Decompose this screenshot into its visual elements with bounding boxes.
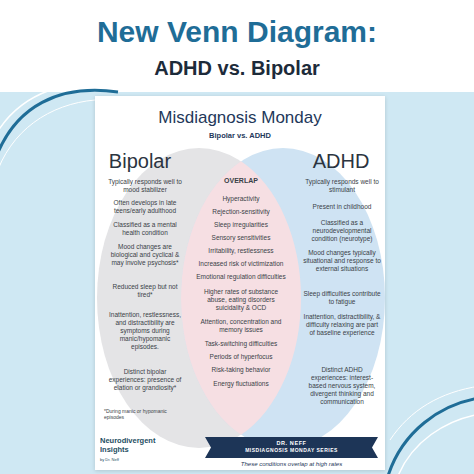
text-slot: Misdiagnosis Monday: [95, 108, 385, 129]
banner-text: MISDIAGNOSIS MONDAY SERIES: [205, 447, 378, 453]
logo-text: Neurodivergent Insights: [100, 436, 178, 454]
text-slot: Distinct ADHD experiences: interest-base…: [303, 366, 381, 406]
bipolar-circle: [97, 148, 301, 448]
adhd-item: Present in childhood: [303, 203, 381, 211]
text-slot: Classified as a neurodevelopmental condi…: [303, 219, 381, 243]
bipolar-item: Reduced sleep but not tired*: [106, 283, 184, 299]
overlap-item: Rejection-sensitivity: [196, 208, 286, 216]
text-slot: Distinct bipolar experiences: presence o…: [106, 368, 184, 392]
adhd-item: Inattention, distractibility, & difficul…: [303, 313, 381, 337]
ribbon-banner: [205, 437, 378, 458]
text-slot: Rejection-sensitivity: [196, 208, 286, 216]
adhd-item: Sleep difficulties contribute to fatigue: [303, 290, 381, 306]
bipolar-item: Mood changes are biological and cyclical…: [106, 243, 184, 267]
overlap-item: Risk-taking behavior: [201, 366, 281, 374]
text-slot: DR. NEFF: [205, 440, 378, 447]
text-slot: Present in childhood: [303, 203, 381, 211]
text-slot: Classified as a mental health condition: [106, 221, 184, 237]
banner-caption: These conditions overlap at high rates: [205, 461, 378, 468]
banner-text: DR. NEFF: [205, 440, 378, 447]
outline-group: [205, 437, 378, 458]
text-slot: ADHD vs. Bipolar: [0, 56, 474, 80]
adhd-item: Mood changes typically situational and r…: [303, 249, 381, 273]
adhd-item: Typically responds well to stimulant: [303, 178, 381, 194]
overlap-node: OVERLAP HyperactivityRejection-sensitivit…: [181, 161, 301, 435]
text-slot: ADHD: [303, 149, 379, 173]
bipolar-item: Typically responds well to mood stabiliz…: [106, 178, 184, 194]
text-slot: Irritability, restlessness: [189, 247, 293, 255]
adhd-item: Classified as a neurodevelopmental condi…: [303, 219, 381, 243]
overlap-item: Energy fluctuations: [213, 380, 269, 388]
text-slot: Task-switching difficulties: [193, 340, 289, 348]
bipolar-item: Distinct bipolar experiences: presence o…: [106, 368, 184, 392]
text-slot: Inattention, restlessness, and distracti…: [106, 311, 184, 351]
text-slot: These conditions overlap at high rates: [205, 461, 378, 468]
text-slot: *During manic or hypomanic episodes: [104, 408, 178, 420]
overlap-item: Periods of hyperfocus: [196, 353, 286, 361]
swirl-line: [390, 386, 474, 440]
overlap-item: Attention, concentration and memory issu…: [198, 318, 284, 334]
text-slot: Risk-taking behavior: [201, 366, 281, 374]
text-slot: Mood changes typically situational and r…: [303, 249, 381, 273]
text-slot: Sleep difficulties contribute to fatigue: [303, 290, 381, 306]
text-slot: Typically responds well to stimulant: [303, 178, 381, 194]
text-slot: Higher rates of substance abuse, eating …: [200, 288, 282, 312]
text-slot: Periods of hyperfocus: [196, 353, 286, 361]
text-slot: MISDIAGNOSIS MONDAY SERIES: [205, 447, 378, 453]
bipolar-item: Classified as a mental health condition: [106, 221, 184, 237]
outline-group: [97, 148, 301, 448]
circle-heading: ADHD: [303, 149, 379, 173]
text-slot: Bipolar vs. ADHD: [95, 131, 385, 140]
swirl-line: [398, 414, 474, 474]
overlap-item: Task-switching difficulties: [193, 340, 289, 348]
overlap-item: Irritability, restlessness: [189, 247, 293, 255]
overlap-item: Sleep irregularities: [191, 221, 291, 229]
overlap-item: Sensory sensitivities: [191, 234, 291, 242]
subtitle: ADHD vs. Bipolar: [0, 56, 474, 80]
text-slot: Sensory sensitivities: [191, 234, 291, 242]
text-slot: Bipolar: [102, 149, 178, 173]
card-subheading: Bipolar vs. ADHD: [95, 131, 385, 140]
text-slot: Hyperactivity: [196, 195, 286, 203]
outline-group: [181, 148, 385, 448]
text-slot: Increased risk of victimization: [187, 260, 295, 268]
overlap-item: Emotional regulation difficulties: [186, 273, 296, 281]
text-slot: New Venn Diagram:: [0, 14, 474, 51]
text-slot: Attention, concentration and memory issu…: [198, 318, 284, 334]
text-slot: Mood changes are biological and cyclical…: [106, 243, 184, 267]
text-slot: Emotional regulation difficulties: [186, 273, 296, 281]
overlap-item: Increased risk of victimization: [187, 260, 295, 268]
outline-group: [181, 161, 301, 434]
text-slot: Reduced sleep but not tired*: [106, 283, 184, 299]
text-slot: Energy fluctuations: [213, 380, 269, 388]
adhd-item: Distinct ADHD experiences: interest-base…: [303, 366, 381, 406]
text-slot: OVERLAP: [216, 177, 266, 186]
text-slot: Neurodivergent Insights: [100, 436, 178, 454]
logo-byline: by Dr. Neff: [100, 458, 160, 463]
bipolar-item: Often develops in late teens/early adult…: [106, 199, 184, 215]
overlap-item: Higher rates of substance abuse, eating …: [200, 288, 282, 312]
text-slot: Sleep irregularities: [191, 221, 291, 229]
text-slot: Inattention, distractibility, & difficul…: [303, 313, 381, 337]
text-slot: Often develops in late teens/early adult…: [106, 199, 184, 215]
bipolar-item: Inattention, restlessness, and distracti…: [106, 311, 184, 351]
swirl-line: [388, 398, 474, 474]
text-slot: by Dr. Neff: [100, 458, 160, 463]
footnote: *During manic or hypomanic episodes: [104, 408, 178, 420]
overlap-heading: OVERLAP: [216, 177, 266, 186]
overlap-item: Hyperactivity: [196, 195, 286, 203]
blue-ground: [0, 92, 474, 474]
overlap-lens: [181, 161, 301, 434]
main-title: New Venn Diagram:: [0, 14, 474, 51]
card-heading: Misdiagnosis Monday: [95, 108, 385, 129]
adhd-circle: [181, 148, 385, 448]
circle-heading: Bipolar: [102, 149, 178, 173]
series-banner: DR. NEFFMISDIAGNOSIS MONDAY SERIES: [205, 437, 378, 458]
swirl-line: [0, 100, 95, 178]
text-slot: Typically responds well to mood stabiliz…: [106, 178, 184, 194]
